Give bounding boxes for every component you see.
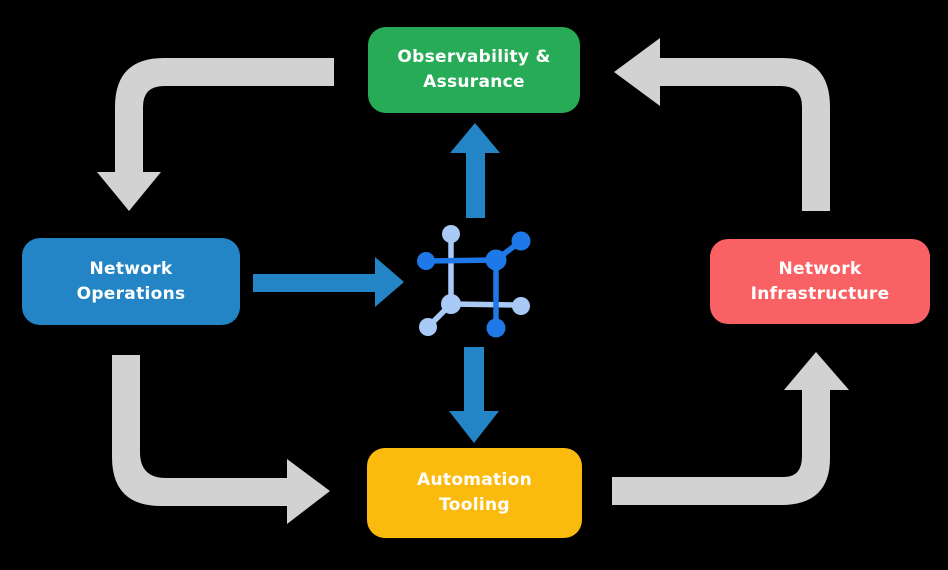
node-label-line: Network: [89, 258, 173, 279]
node-automation-tooling: Automation Tooling: [367, 448, 582, 538]
network-topology-icon: [417, 225, 531, 338]
cycle-arrow-operations-to-tooling: [112, 355, 330, 524]
node-label-line: Tooling: [439, 495, 510, 515]
flow-arrow-operations-to-center: [253, 257, 404, 307]
node-label-line: Infrastructure: [750, 283, 890, 304]
node-label-line: Automation: [417, 470, 532, 491]
cycle-arrow-observability-to-operations: [97, 58, 334, 211]
node-label-line: Observability &: [397, 47, 551, 68]
flow-arrow-center-to-observability: [450, 123, 500, 218]
cycle-arrow-infrastructure-to-observability: [614, 38, 830, 211]
node-label-line: Assurance: [423, 72, 525, 92]
node-network-infrastructure: Network Infrastructure: [710, 239, 930, 324]
node-label-line: Network: [778, 258, 862, 279]
node-observability-assurance: Observability & Assurance: [368, 27, 580, 113]
network-icon-dark-branch: [417, 231, 531, 338]
cycle-arrow-tooling-to-infrastructure: [612, 352, 849, 505]
flow-arrow-center-to-tooling: [449, 347, 499, 443]
node-network-operations: Network Operations: [22, 238, 240, 325]
network-icon-light-branch: [419, 225, 530, 336]
node-label-line: Operations: [76, 283, 186, 304]
